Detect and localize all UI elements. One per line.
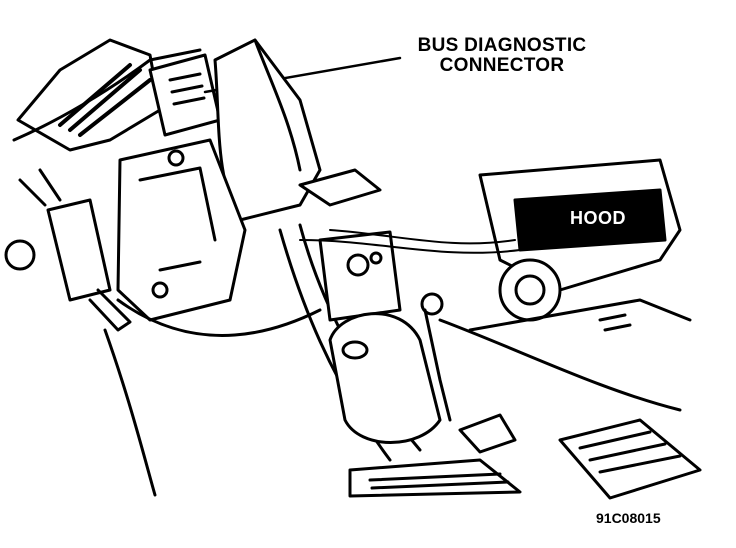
pivot-bolt	[369, 251, 383, 265]
right-slots	[598, 313, 632, 332]
bracket-detail	[138, 166, 217, 272]
harness-hatch	[58, 63, 152, 137]
hood-cable	[299, 239, 521, 254]
hood-pivot	[498, 258, 562, 322]
booster-body	[328, 312, 442, 444]
right-panel-top	[438, 318, 682, 412]
bolt-top	[167, 149, 185, 167]
lower-panel-curve-2	[116, 298, 322, 337]
push-rod	[423, 308, 452, 422]
callout-line-1: BUS DIAGNOSTIC	[417, 35, 587, 56]
left-knob	[4, 239, 36, 271]
callout-line-2: CONNECTOR	[439, 54, 565, 76]
accel-ribs	[578, 430, 682, 474]
pedal-pad-ribs	[368, 472, 510, 490]
hood-pivot-inner	[514, 274, 546, 306]
column-cover-inner	[253, 38, 302, 172]
pivot-pin	[346, 253, 370, 277]
left-connector	[46, 198, 112, 302]
booster-port	[341, 340, 369, 360]
hood-label: HOOD	[570, 208, 626, 228]
hood-cable-2	[329, 229, 516, 245]
left-connector-tab	[88, 288, 132, 332]
right-panel-edge	[468, 298, 692, 332]
left-wire	[18, 168, 62, 207]
center-wedge	[458, 413, 517, 454]
stop-lamp-switch	[420, 292, 444, 316]
pivot-bracket	[298, 168, 382, 207]
accel-pedal	[558, 418, 702, 500]
wire-harness	[16, 38, 162, 152]
diagnostic-connector-body	[148, 53, 222, 137]
column-bracket	[116, 138, 247, 322]
figure-id: 91C08015	[596, 510, 661, 526]
hood-handle	[513, 188, 667, 252]
bolt-bottom	[151, 281, 169, 299]
lower-panel-curve	[103, 328, 157, 497]
bus-diagnostic-connector-label: BUS DIAGNOSTIC CONNECTOR	[392, 36, 612, 76]
connector-pins	[168, 72, 206, 106]
